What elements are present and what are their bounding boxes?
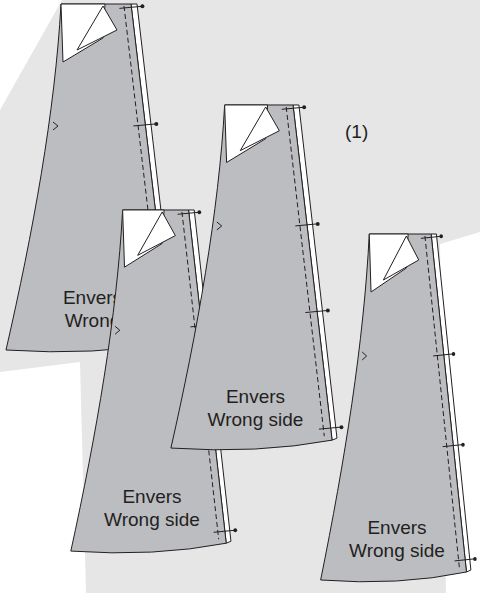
skirt-panel: EnversWrong side	[168, 103, 336, 455]
fold-flap	[77, 6, 117, 50]
side-label: Wrong side	[74, 508, 230, 531]
side-label: Wrong side	[175, 408, 336, 431]
side-label: Envers	[324, 516, 470, 539]
panel-text: EnversWrong side	[318, 516, 470, 562]
pin-head	[326, 309, 330, 313]
pin	[214, 530, 235, 532]
fold-flap	[240, 107, 279, 151]
pin-head	[233, 528, 237, 532]
pin	[319, 427, 340, 429]
panel-text: EnversWrong side	[168, 385, 336, 431]
pin	[119, 6, 141, 8]
fold-flap	[138, 212, 176, 255]
notch	[53, 122, 58, 130]
stitch-line	[182, 212, 219, 539]
pin	[133, 124, 155, 126]
fold-flap	[383, 236, 418, 280]
side-label: Wrong side	[324, 539, 470, 562]
pin	[421, 236, 440, 238]
stitch-line	[425, 236, 459, 568]
step-number: (1)	[345, 121, 368, 143]
side-label: Envers	[74, 485, 230, 508]
side-label: Envers	[175, 385, 336, 408]
pin-head	[210, 323, 214, 327]
pin-head	[154, 122, 158, 126]
notch	[217, 222, 222, 230]
pin-head	[197, 210, 201, 214]
pin	[455, 559, 474, 561]
pin-head	[473, 557, 477, 561]
pin	[178, 212, 199, 214]
pin	[305, 311, 326, 313]
pin	[282, 107, 303, 109]
pin-head	[439, 234, 443, 238]
pin-head	[461, 443, 465, 447]
panel-text: EnversWrong side	[68, 485, 230, 531]
skirt-panel: EnversWrong side	[318, 232, 470, 587]
notch	[362, 352, 366, 360]
pin	[295, 224, 316, 226]
stitch-line	[286, 107, 324, 436]
pin	[433, 354, 452, 356]
notch	[115, 326, 120, 334]
pin	[190, 325, 211, 327]
pin	[443, 445, 462, 447]
pin-head	[339, 425, 343, 429]
pin-head	[316, 222, 320, 226]
pin-head	[140, 4, 144, 8]
pin-head	[452, 352, 456, 356]
pin-head	[302, 105, 306, 109]
